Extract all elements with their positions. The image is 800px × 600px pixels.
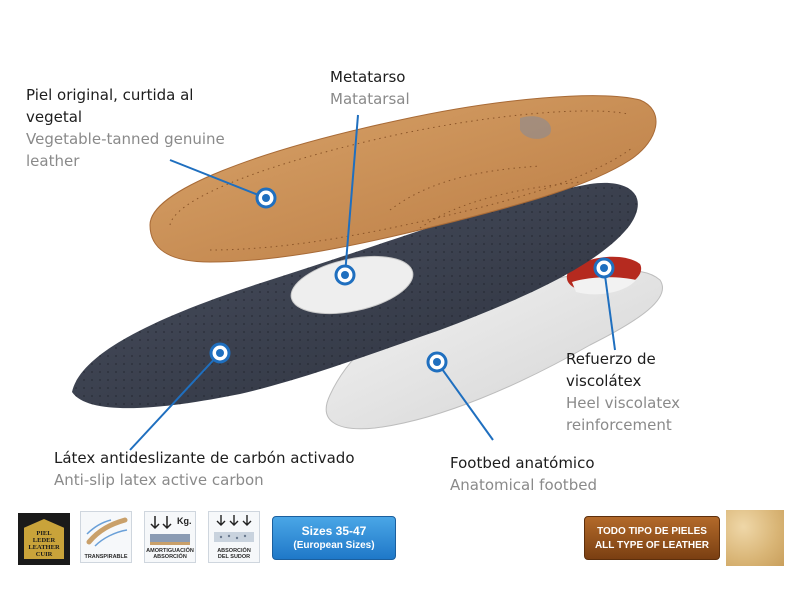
- callout-line-heel: [603, 267, 616, 351]
- stamp-leather: LEATHER: [28, 544, 60, 551]
- leather-types-line2: ALL TYPE OF LEATHER: [594, 540, 710, 551]
- callout-footbed: Footbed anatómico Anatomical footbed: [450, 452, 597, 496]
- leather-types-badge: TODO TIPO DE PIELES ALL TYPE OF LEATHER: [584, 516, 720, 560]
- callout-metatarsal-en: Matatarsal: [330, 90, 410, 108]
- callout-latex-es: Látex antideslizante de carbón activado: [54, 449, 355, 467]
- absorcion-sudor-badge: ABSORCIÓN DEL SUDOR: [208, 511, 260, 563]
- callout-line-leather: [169, 159, 267, 199]
- stamp-cuir: CUIR: [35, 551, 53, 558]
- amortiguacion-line2: ABSORCIÓN: [153, 554, 187, 560]
- transpirable-badge: TRANSPIRABLE: [80, 511, 132, 563]
- callout-latex-en: Anti-slip latex active carbon: [54, 471, 264, 489]
- callout-heel-es-2: viscolátex: [566, 372, 642, 390]
- callout-heel-en-1: Heel viscolatex: [566, 394, 681, 412]
- amortiguacion-line1: AMORTIGUACIÓN: [146, 548, 194, 554]
- callout-latex: Látex antideslizante de carbón activado …: [54, 447, 355, 491]
- feature-badges: PIEL LEDER LEATHER CUIR TRANSPIRABLE Kg.…: [0, 505, 800, 575]
- absorcion-line1: ABSORCIÓN: [217, 548, 251, 554]
- sizes-line1: Sizes 35-47: [301, 524, 367, 538]
- transpirable-label: TRANSPIRABLE: [84, 554, 128, 560]
- leather-texture-swatch: [726, 510, 784, 566]
- absorcion-line2: DEL SUDOR: [217, 554, 251, 560]
- callout-footbed-en: Anatomical footbed: [450, 476, 597, 494]
- kg-label: Kg.: [177, 516, 192, 526]
- callout-leather: Piel original, curtida al vegetal Vegeta…: [26, 84, 225, 172]
- callout-heel-en-2: reinforcement: [566, 416, 672, 434]
- callout-metatarsal-es: Metatarso: [330, 68, 406, 86]
- callout-leather-es-1: Piel original, curtida al: [26, 86, 194, 104]
- callout-leather-en-2: leather: [26, 152, 80, 170]
- callout-footbed-es: Footbed anatómico: [450, 454, 595, 472]
- callout-line-latex: [129, 352, 221, 451]
- breathable-icon: [86, 517, 128, 547]
- callout-leather-en-1: Vegetable-tanned genuine: [26, 130, 225, 148]
- stamp-piel: PIEL: [36, 530, 52, 537]
- sizes-line2: (European Sizes): [293, 540, 375, 551]
- stamp-leder: LEDER: [32, 537, 56, 544]
- callout-line-footbed: [436, 361, 494, 441]
- amortiguacion-badge: Kg. AMORTIGUACIÓN ABSORCIÓN: [144, 511, 196, 563]
- callout-line-metatarsal: [344, 114, 359, 276]
- amortiguacion-label: AMORTIGUACIÓN ABSORCIÓN: [145, 548, 195, 560]
- callout-heel: Refuerzo de viscolátex Heel viscolatex r…: [566, 348, 680, 436]
- leather-types-line1: TODO TIPO DE PIELES: [597, 526, 707, 537]
- shock-absorption-icon: Kg.: [150, 516, 192, 545]
- callout-metatarsal: Metatarso Matatarsal: [330, 66, 410, 110]
- leather-stamp-icon: PIEL LEDER LEATHER CUIR: [18, 513, 70, 565]
- absorcion-sudor-label: ABSORCIÓN DEL SUDOR: [209, 548, 259, 560]
- sweat-absorption-icon: [214, 515, 254, 542]
- sizes-badge: Sizes 35-47 (European Sizes): [272, 516, 396, 560]
- callout-heel-es-1: Refuerzo de: [566, 350, 656, 368]
- callout-leather-es-2: vegetal: [26, 108, 83, 126]
